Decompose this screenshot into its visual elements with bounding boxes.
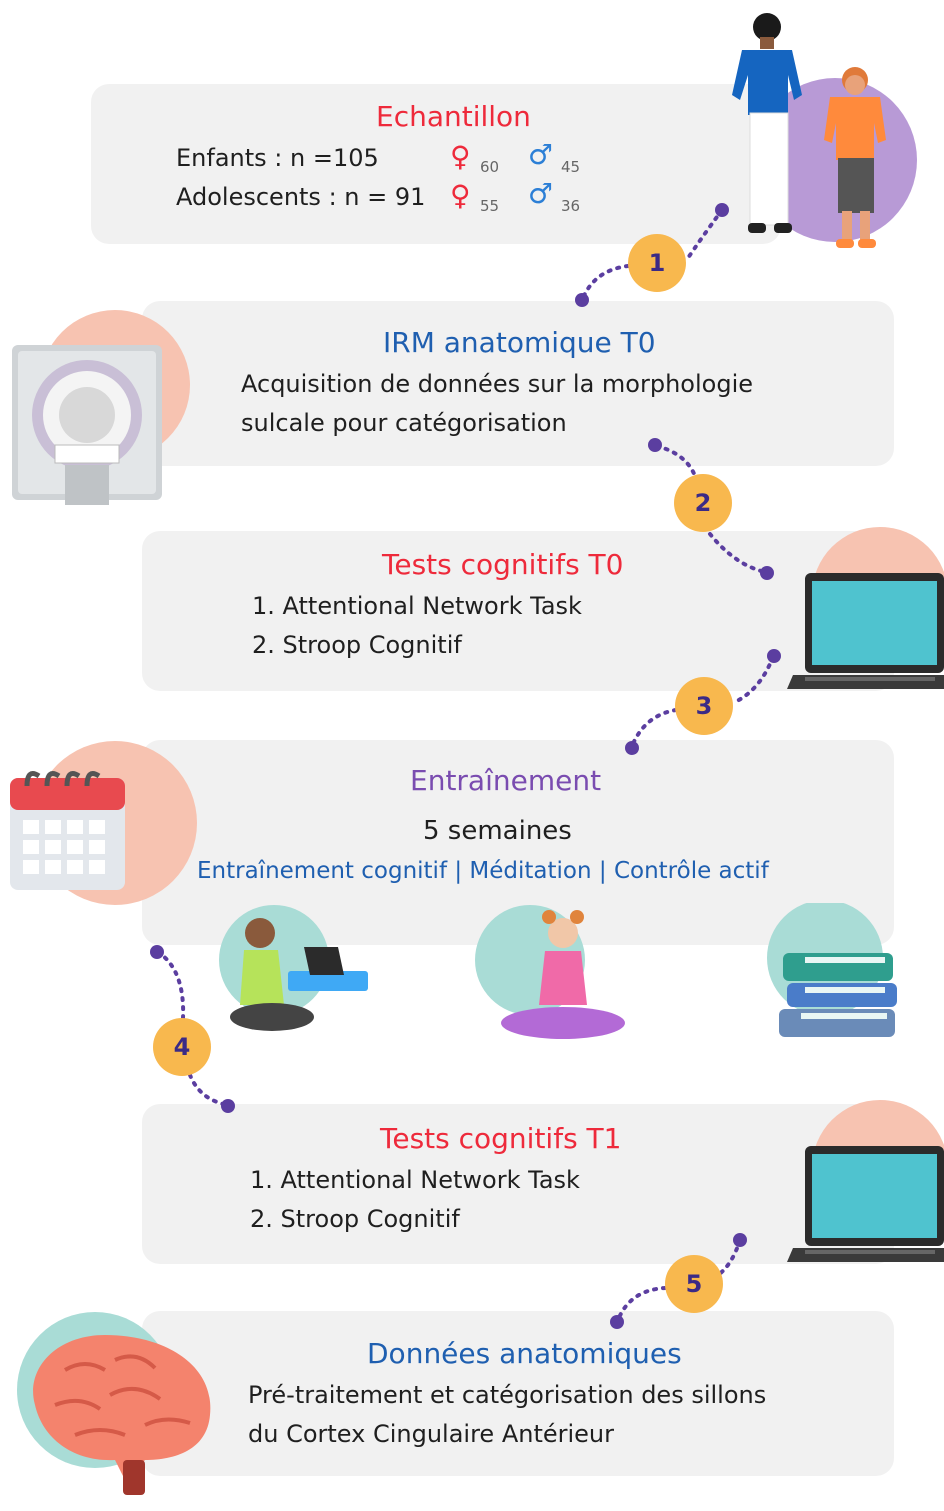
calendar-icon (10, 741, 197, 905)
mri-line-2: sulcale pour catégorisation (241, 409, 567, 437)
anat-title: Données anatomiques (367, 1337, 682, 1370)
teens-count: Adolescents : n = 91 (176, 183, 426, 211)
sample-card (91, 84, 781, 244)
female-icon: ♀ (450, 179, 471, 212)
step-badge-5: 5 (665, 1255, 723, 1313)
children-count: Enfants : n =105 (176, 144, 379, 172)
step-badge-2: 2 (674, 474, 732, 532)
anat-line-1: Pré-traitement et catégorisation des sil… (248, 1381, 767, 1409)
mri-line-1: Acquisition de données sur la morphologi… (241, 370, 754, 398)
teens-female-count: 55 (480, 197, 500, 215)
anat-line-2: du Cortex Cingulaire Antérieur (248, 1420, 615, 1448)
step-badge-4: 4 (153, 1018, 211, 1076)
anat-card (142, 1311, 894, 1476)
step-badge-1: 1 (628, 234, 686, 292)
mri-card (142, 301, 894, 466)
mri-scanner-icon (12, 310, 190, 505)
people-icon (732, 13, 917, 248)
mri-title: IRM anatomique T0 (383, 326, 656, 359)
tablet-girl-icon (219, 905, 368, 1031)
female-icon: ♀ (450, 140, 471, 173)
children-male-count: 45 (561, 158, 581, 176)
step-badge-3: 3 (675, 677, 733, 735)
books-icon (767, 903, 897, 1037)
laptop-icon (787, 527, 944, 689)
training-conditions: Entraînement cognitif | Méditation | Con… (197, 858, 769, 884)
tests-t0-item-1: 1. Attentional Network Task (252, 592, 582, 620)
sample-title: Echantillon (376, 100, 531, 133)
laptop-icon (787, 1100, 944, 1262)
tests-t1-item-1: 1. Attentional Network Task (250, 1166, 580, 1194)
tests-t1-card (142, 1104, 894, 1264)
training-duration: 5 semaines (423, 816, 572, 846)
male-icon: ♂ (528, 177, 554, 210)
meditation-icon (475, 905, 625, 1039)
training-title: Entraînement (410, 764, 602, 797)
male-icon: ♂ (528, 138, 554, 171)
tests-t0-item-2: 2. Stroop Cognitif (252, 631, 462, 659)
tests-t1-title: Tests cognitifs T1 (380, 1122, 622, 1155)
brain-icon (17, 1312, 211, 1495)
tests-t1-item-2: 2. Stroop Cognitif (250, 1205, 460, 1233)
tests-t0-title: Tests cognitifs T0 (382, 548, 624, 581)
teens-male-count: 36 (561, 197, 581, 215)
children-female-count: 60 (480, 158, 500, 176)
